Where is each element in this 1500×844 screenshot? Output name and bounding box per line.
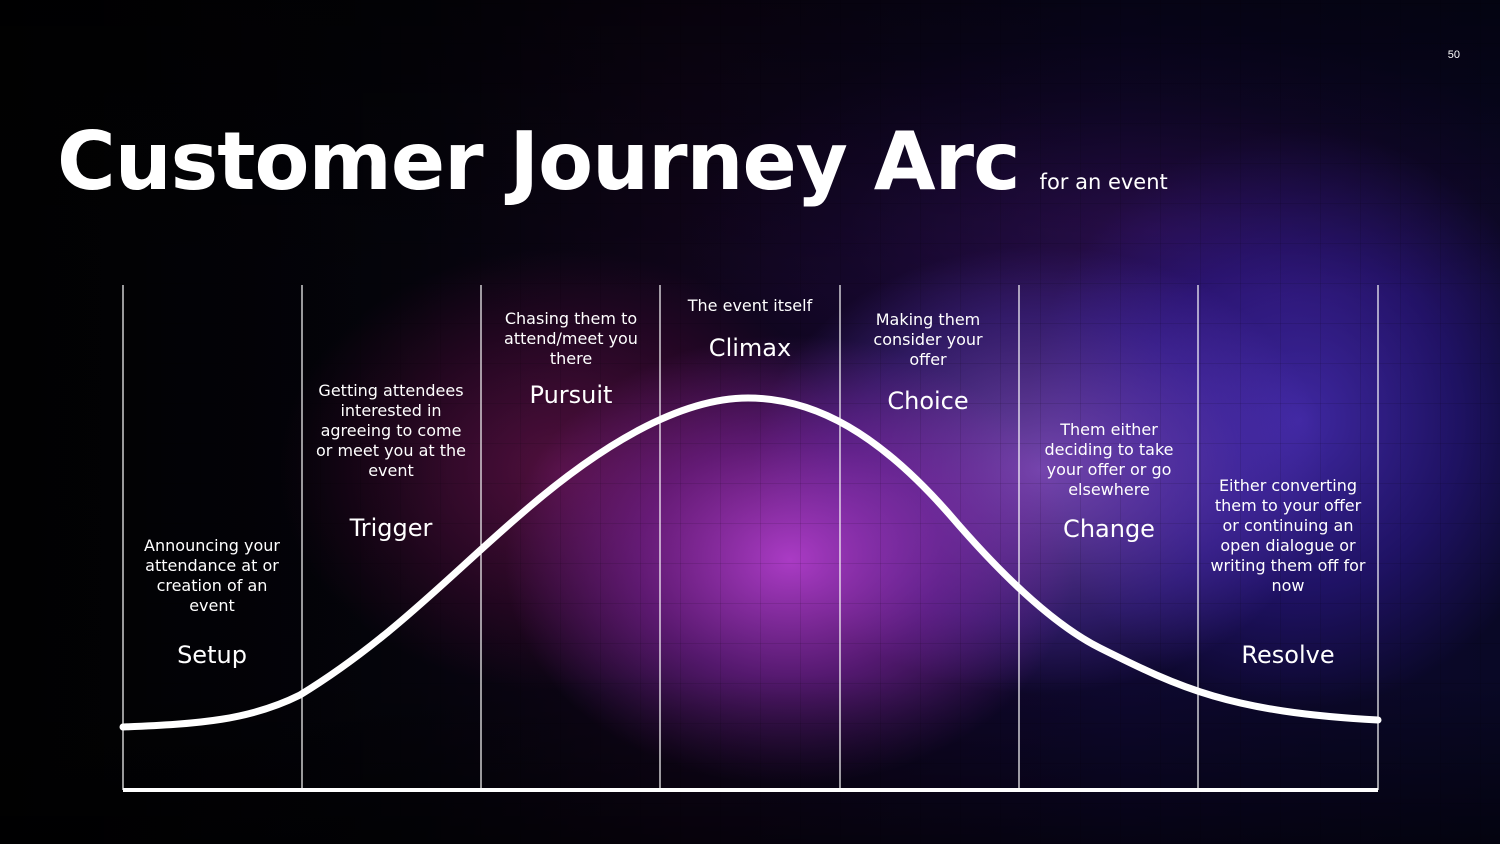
title-row: Customer Journey Arc for an event (57, 118, 1168, 206)
stage-description-change: Them either deciding to take your offer … (1044, 420, 1174, 499)
stage-description-trigger: Getting attendees interested in agreeing… (316, 381, 466, 480)
stage-dividers (122, 285, 1379, 790)
stage-description-pursuit: Chasing them to attend/meet you there (504, 309, 638, 368)
stage-description-climax: The event itself (687, 296, 813, 315)
stage-description-setup: Announcing your attendance at or creatio… (144, 536, 280, 615)
page-title: Customer Journey Arc (57, 115, 1021, 208)
journey-arc-curve (119, 394, 1382, 731)
stage-label-resolve: Resolve (1241, 641, 1335, 669)
stage-description-resolve: Either converting them to your offer or … (1210, 476, 1366, 595)
stage-label-climax: Climax (708, 334, 792, 362)
stage-description-choice: Making them consider your offer (873, 310, 983, 369)
stage-label-pursuit: Pursuit (529, 381, 613, 409)
stage-label-setup: Setup (177, 641, 247, 669)
stage-label-choice: Choice (887, 387, 969, 415)
page-subtitle: for an event (1039, 170, 1168, 194)
page-number: 50 (1447, 49, 1460, 61)
stage-label-trigger: Trigger (349, 514, 433, 542)
stage-label-change: Change (1063, 515, 1155, 543)
